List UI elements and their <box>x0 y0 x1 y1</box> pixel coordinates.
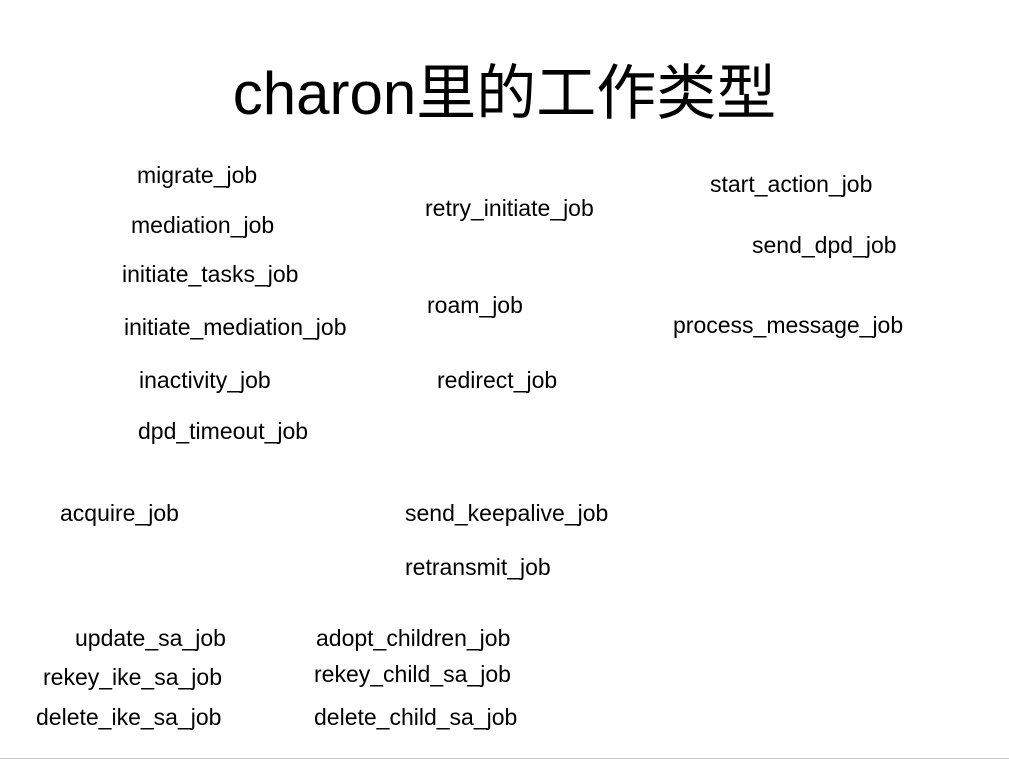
job-label-send-dpd: send_dpd_job <box>752 232 897 258</box>
job-label-acquire: acquire_job <box>60 500 179 526</box>
job-label-retransmit: retransmit_job <box>405 554 551 580</box>
job-label-adopt-children: adopt_children_job <box>316 625 511 651</box>
job-label-process-message: process_message_job <box>673 312 904 338</box>
job-label-redirect: redirect_job <box>437 367 558 393</box>
job-label-migrate: migrate_job <box>137 162 258 188</box>
job-label-update-sa: update_sa_job <box>75 625 226 651</box>
job-label-initiate-mediation: initiate_mediation_job <box>124 314 347 340</box>
job-label-dpd-timeout: dpd_timeout_job <box>138 418 309 444</box>
job-label-send-keepalive: send_keepalive_job <box>405 500 609 526</box>
job-label-initiate-tasks: initiate_tasks_job <box>122 261 299 287</box>
job-label-inactivity: inactivity_job <box>139 367 271 393</box>
job-label-rekey-child-sa: rekey_child_sa_job <box>314 661 511 687</box>
job-label-delete-child-sa: delete_child_sa_job <box>314 704 518 730</box>
job-label-delete-ike-sa: delete_ike_sa_job <box>36 704 222 730</box>
job-label-retry-initiate: retry_initiate_job <box>425 195 594 221</box>
job-label-start-action: start_action_job <box>710 171 873 197</box>
job-label-mediation: mediation_job <box>131 212 275 238</box>
job-label-rekey-ike-sa: rekey_ike_sa_job <box>43 664 223 690</box>
slide-title: charon里的工作类型 <box>232 60 777 127</box>
job-label-roam: roam_job <box>427 292 523 318</box>
